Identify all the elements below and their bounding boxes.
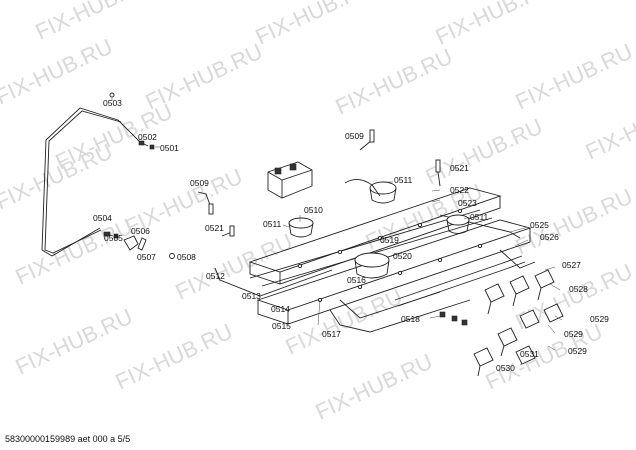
part-label-0514: 0514 (271, 304, 290, 314)
part-label-0527: 0527 (562, 260, 581, 270)
part-label-0523: 0523 (458, 198, 477, 208)
watermark: FIX-HUB.RU (512, 39, 636, 115)
leader-lines (155, 146, 563, 366)
ignition-electrodes (197, 129, 441, 237)
part-label-0512: 0512 (206, 271, 225, 281)
part-label-0530: 0530 (496, 363, 515, 373)
watermark: FIX-HUB.RU (582, 89, 636, 165)
watermark: FIX-HUB.RU (282, 284, 407, 360)
watermark: FIX-HUB.RU (432, 0, 557, 50)
watermark: FIX-HUB.RU (482, 319, 607, 395)
part-label-0511-left: 0511 (263, 219, 282, 229)
part-label-0506: 0506 (131, 226, 150, 236)
watermark: FIX-HUB.RU (252, 0, 377, 50)
part-label-0519: 0519 (380, 235, 399, 245)
part-label-0504: 0504 (93, 213, 112, 223)
part-label-0513: 0513 (242, 291, 261, 301)
watermark: FIX-HUB.RU (312, 349, 437, 425)
part-labels: 0503 0502 0501 0504 0505 0506 0507 0508 … (93, 98, 609, 373)
part-label-0525: 0525 (530, 220, 549, 230)
part-label-0502: 0502 (138, 132, 157, 142)
part-label-0515: 0515 (272, 321, 291, 331)
part-label-0531: 0531 (520, 349, 539, 359)
part-label-0501: 0501 (160, 143, 179, 153)
watermark: FIX-HUB.RU (332, 44, 457, 120)
part-label-0511-top: 0511 (394, 175, 413, 185)
thermocouple-cable (41, 92, 175, 259)
part-label-0507: 0507 (137, 252, 156, 262)
watermark: FIX-HUB.RU (12, 214, 137, 290)
part-label-0516: 0516 (347, 275, 366, 285)
part-label-0510: 0510 (304, 205, 323, 215)
watermark: FIX-HUB.RU (0, 34, 116, 110)
part-label-0509-top: 0509 (345, 131, 364, 141)
part-label-0518: 0518 (401, 314, 420, 324)
part-label-0521-left: 0521 (205, 223, 224, 233)
watermark: FIX-HUB.RU (112, 319, 237, 395)
part-label-0529-c: 0529 (568, 346, 587, 356)
part-label-0503: 0503 (103, 98, 122, 108)
gas-supply-pipe (394, 255, 526, 326)
part-label-0517: 0517 (322, 329, 341, 339)
burner-cups (288, 179, 470, 279)
part-label-0508: 0508 (177, 252, 196, 262)
part-label-0509-left: 0509 (190, 178, 209, 188)
part-label-0528: 0528 (569, 284, 588, 294)
part-label-0511-right: 0511 (470, 212, 489, 222)
gas-taps (473, 269, 564, 377)
burner-frame (214, 187, 536, 333)
part-label-0526: 0526 (540, 232, 559, 242)
part-label-0529-b: 0529 (564, 329, 583, 339)
part-label-0520: 0520 (393, 251, 412, 261)
drawing-reference-id: 58300000159989 aet 000 a 5/5 (5, 434, 131, 444)
watermark: FIX-HUB.RU (32, 0, 157, 45)
gas-valve-block (267, 161, 313, 199)
part-label-0529-a: 0529 (590, 314, 609, 324)
watermark: FIX-HUB.RU (422, 114, 547, 190)
part-label-0505: 0505 (104, 233, 123, 243)
part-label-0521-right: 0521 (450, 163, 469, 173)
part-label-0522: 0522 (450, 185, 469, 195)
